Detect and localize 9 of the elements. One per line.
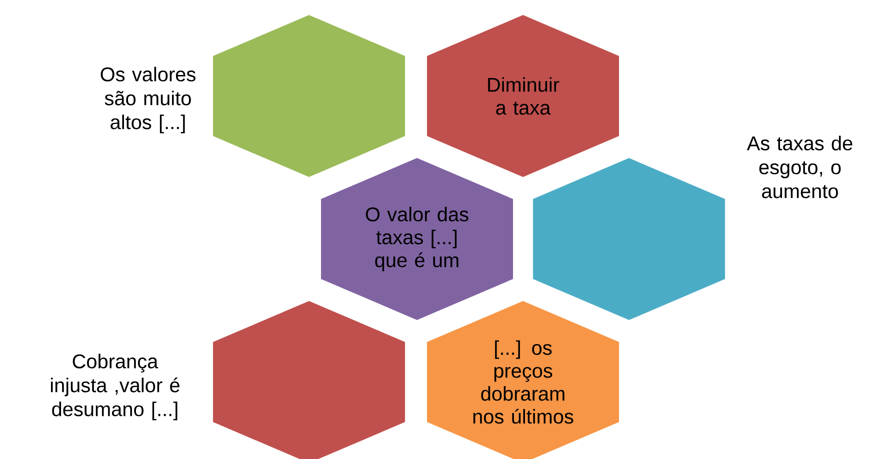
beside-text: Os valores são muito altos [...] (100, 66, 196, 134)
hexagon: O valor das taxas [...] que é um (321, 158, 513, 320)
hexagon (213, 301, 405, 459)
hexagon (533, 158, 725, 320)
hexagon: [...] os preços dobraram nos últimos (427, 301, 619, 459)
hexagon: Diminuir a taxa (427, 15, 619, 177)
beside-text: Cobrança injusta ,valor é desumano [...] (50, 354, 180, 420)
hexagon (213, 15, 405, 177)
beside-text: As taxas de esgoto, o aumento (746, 136, 852, 198)
